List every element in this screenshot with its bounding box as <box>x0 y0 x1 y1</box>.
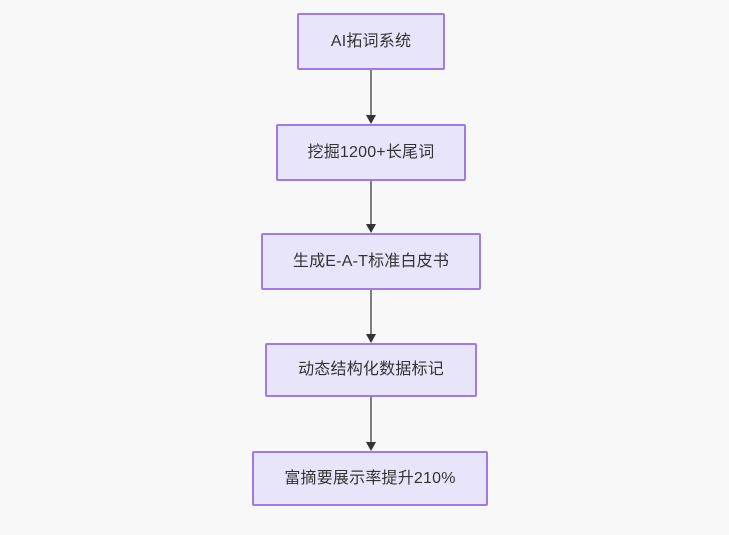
edge-line <box>370 70 372 116</box>
edge-line <box>370 397 372 443</box>
flowchart-node[interactable]: 生成E-A-T标准白皮书 <box>261 233 481 290</box>
node-label: 生成E-A-T标准白皮书 <box>292 252 450 270</box>
arrowhead-icon <box>366 115 376 124</box>
arrowhead-icon <box>366 334 376 343</box>
edge-line <box>370 181 372 225</box>
node-label: AI拓词系统 <box>330 32 412 50</box>
flowchart-node[interactable]: 富摘要展示率提升210% <box>252 451 488 506</box>
edge-line <box>370 290 372 335</box>
flowchart-node[interactable]: 动态结构化数据标记 <box>265 343 477 397</box>
flowchart-node[interactable]: 挖掘1200+长尾词 <box>276 124 466 181</box>
arrowhead-icon <box>366 442 376 451</box>
flowchart-node[interactable]: AI拓词系统 <box>297 13 445 70</box>
arrowhead-icon <box>366 224 376 233</box>
node-label: 挖掘1200+长尾词 <box>307 143 435 161</box>
node-label: 动态结构化数据标记 <box>298 361 444 378</box>
node-label: 富摘要展示率提升210% <box>284 469 456 487</box>
